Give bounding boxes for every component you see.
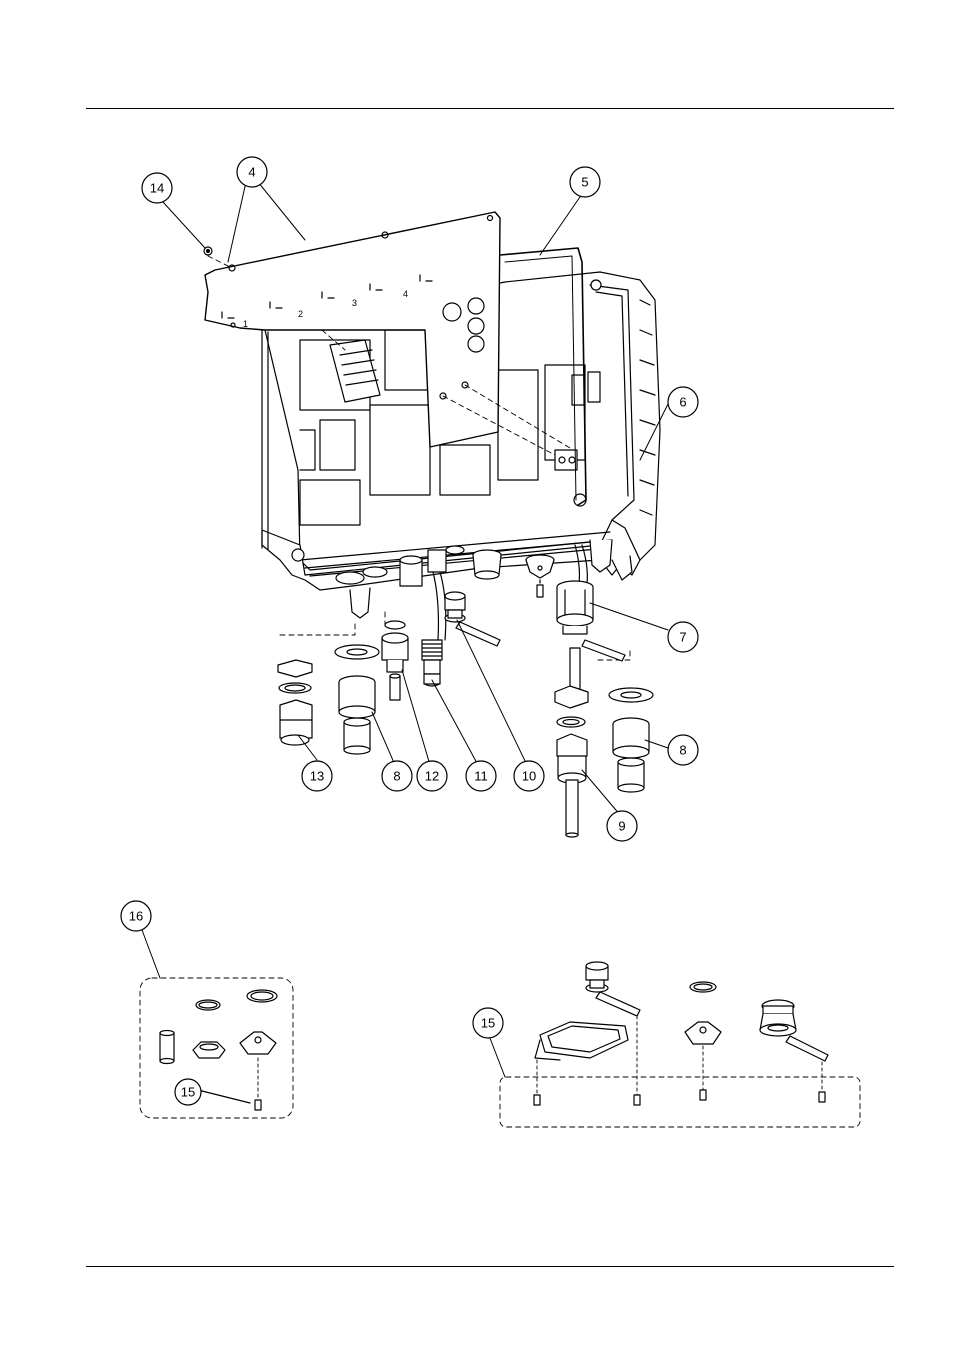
terminal-label-2: 2 bbox=[298, 309, 303, 319]
callout-15-right-label: 15 bbox=[481, 1016, 495, 1031]
terminal-label-1: 1 bbox=[243, 319, 248, 329]
callout-14: 14 bbox=[142, 173, 172, 203]
callout-8-left-label: 8 bbox=[393, 769, 400, 784]
callout-14-label: 14 bbox=[150, 181, 164, 196]
large-gland-7 bbox=[557, 581, 625, 661]
callout-16: 16 bbox=[121, 901, 151, 931]
kit-15-box bbox=[500, 962, 860, 1127]
callout-8-left: 8 bbox=[382, 761, 412, 791]
callout-9: 9 bbox=[607, 811, 637, 841]
callout-8-right-label: 8 bbox=[679, 743, 686, 758]
terminal-label-4: 4 bbox=[403, 289, 408, 299]
blanking-plug-left bbox=[335, 645, 379, 754]
callout-6: 6 bbox=[668, 387, 698, 417]
gland-13 bbox=[278, 660, 312, 745]
callout-12-label: 12 bbox=[425, 769, 439, 784]
gland-11 bbox=[422, 640, 442, 686]
callout-5-label: 5 bbox=[581, 175, 588, 190]
callout-4-label: 4 bbox=[248, 165, 255, 180]
terminal-label-3: 3 bbox=[352, 298, 357, 308]
callout-12: 12 bbox=[417, 761, 447, 791]
callout-11: 11 bbox=[466, 761, 496, 791]
kit-16-box bbox=[140, 978, 293, 1118]
gland-12 bbox=[382, 621, 408, 700]
callout-13: 13 bbox=[302, 761, 332, 791]
callout-6-label: 6 bbox=[679, 395, 686, 410]
flat-cable-gland bbox=[445, 592, 500, 646]
callout-16-label: 16 bbox=[129, 909, 143, 924]
callout-7-label: 7 bbox=[679, 630, 686, 645]
callout-11-label: 11 bbox=[474, 769, 488, 784]
callout-8-right: 8 bbox=[668, 735, 698, 765]
callout-10: 10 bbox=[514, 761, 544, 791]
callout-15-left: 15 bbox=[175, 1079, 201, 1105]
callout-5: 5 bbox=[570, 167, 600, 197]
callout-13-label: 13 bbox=[310, 769, 324, 784]
callout-15-right: 15 bbox=[473, 1008, 503, 1038]
callout-15-left-label: 15 bbox=[181, 1085, 195, 1100]
callout-4: 4 bbox=[237, 157, 267, 187]
callout-7: 7 bbox=[668, 622, 698, 652]
gland-9-with-cable bbox=[555, 648, 588, 837]
callout-9-label: 9 bbox=[618, 819, 625, 834]
callout-10-label: 10 bbox=[522, 769, 536, 784]
